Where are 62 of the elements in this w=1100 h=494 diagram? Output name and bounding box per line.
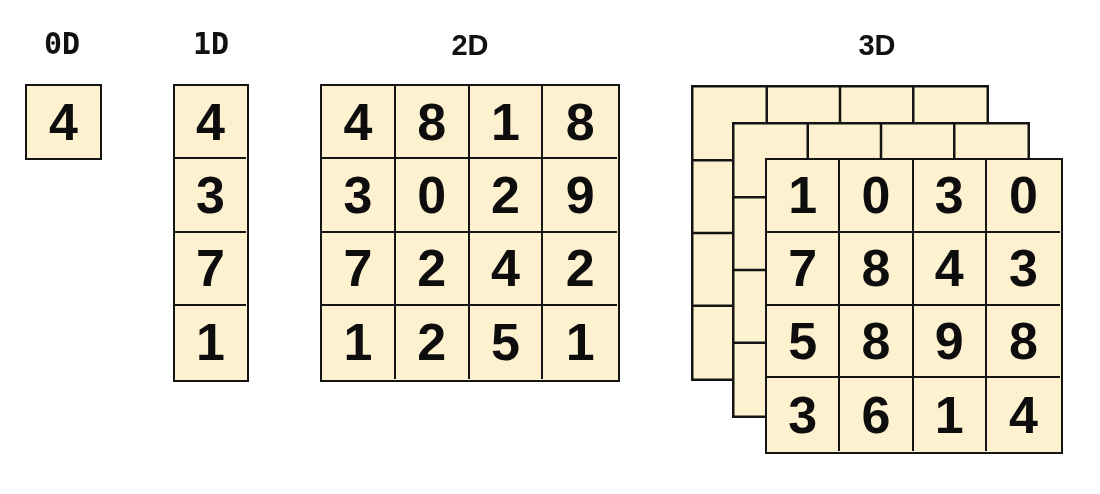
cell-value: 5 [490, 316, 520, 369]
cell-value: 9 [565, 168, 595, 221]
cell-value: 1 [343, 316, 373, 369]
dimension-heading: 2D [451, 31, 489, 60]
dimension-heading: 0D [43, 29, 81, 59]
cell-value: 4 [1008, 388, 1038, 441]
cell-value: 1 [788, 169, 818, 222]
cell-value: 8 [861, 242, 891, 295]
cell-value: 1 [490, 95, 520, 148]
cell-value: 3 [196, 168, 225, 221]
cell-value: 4 [49, 96, 78, 148]
cell-value: 1 [196, 316, 225, 369]
matrix-frame [320, 84, 620, 382]
cell-value: 7 [196, 242, 225, 295]
cell-value: 7 [343, 242, 373, 295]
cell-value: 8 [861, 314, 891, 367]
cell-value: 0 [417, 168, 447, 221]
array-cell [395, 86, 470, 160]
cell-value: 6 [861, 388, 891, 441]
cell-value: 3 [934, 169, 964, 222]
cell-value: 2 [565, 242, 595, 295]
array-cell [469, 159, 544, 233]
array-cell [469, 86, 544, 160]
array-cell [913, 305, 987, 379]
array-cell [913, 232, 987, 306]
cell-value: 1 [565, 316, 595, 369]
array-cell [767, 160, 841, 233]
cell-value: 1 [934, 388, 964, 441]
cell-value: 4 [196, 95, 225, 148]
array-cell [840, 305, 914, 379]
array-cell [469, 232, 544, 306]
array-cell [322, 159, 396, 233]
cell-value: 5 [788, 314, 818, 367]
cell-value: 2 [490, 168, 520, 221]
cell-value: 3 [343, 168, 373, 221]
cell-value: 3 [788, 388, 818, 441]
cell-value: 0 [861, 169, 891, 222]
array-frame [173, 84, 249, 382]
dimension-heading: 1D [192, 29, 230, 59]
array-cell [767, 232, 841, 306]
dimension-heading: 3D [858, 31, 896, 60]
cell-value: 4 [934, 242, 964, 295]
array-cell [395, 232, 470, 306]
array-cell [913, 160, 987, 233]
array-cell [25, 84, 102, 160]
cell-value: 4 [343, 95, 373, 148]
cell-value: 9 [934, 314, 964, 367]
cell-value: 8 [417, 95, 447, 148]
cell-value: 8 [565, 95, 595, 148]
cell-value: 2 [417, 242, 447, 295]
array-cell [840, 232, 914, 306]
cell-value: 3 [1008, 242, 1038, 295]
array-cell [322, 86, 396, 160]
cell-value: 8 [1008, 314, 1038, 367]
array-cell [767, 305, 841, 379]
cell-value: 4 [490, 242, 520, 295]
array-cell [840, 160, 914, 233]
array-cell [322, 232, 396, 306]
cell-value: 0 [1008, 169, 1038, 222]
array-cell [395, 159, 470, 233]
cell-value: 2 [417, 316, 447, 369]
cell-value: 7 [788, 242, 818, 295]
